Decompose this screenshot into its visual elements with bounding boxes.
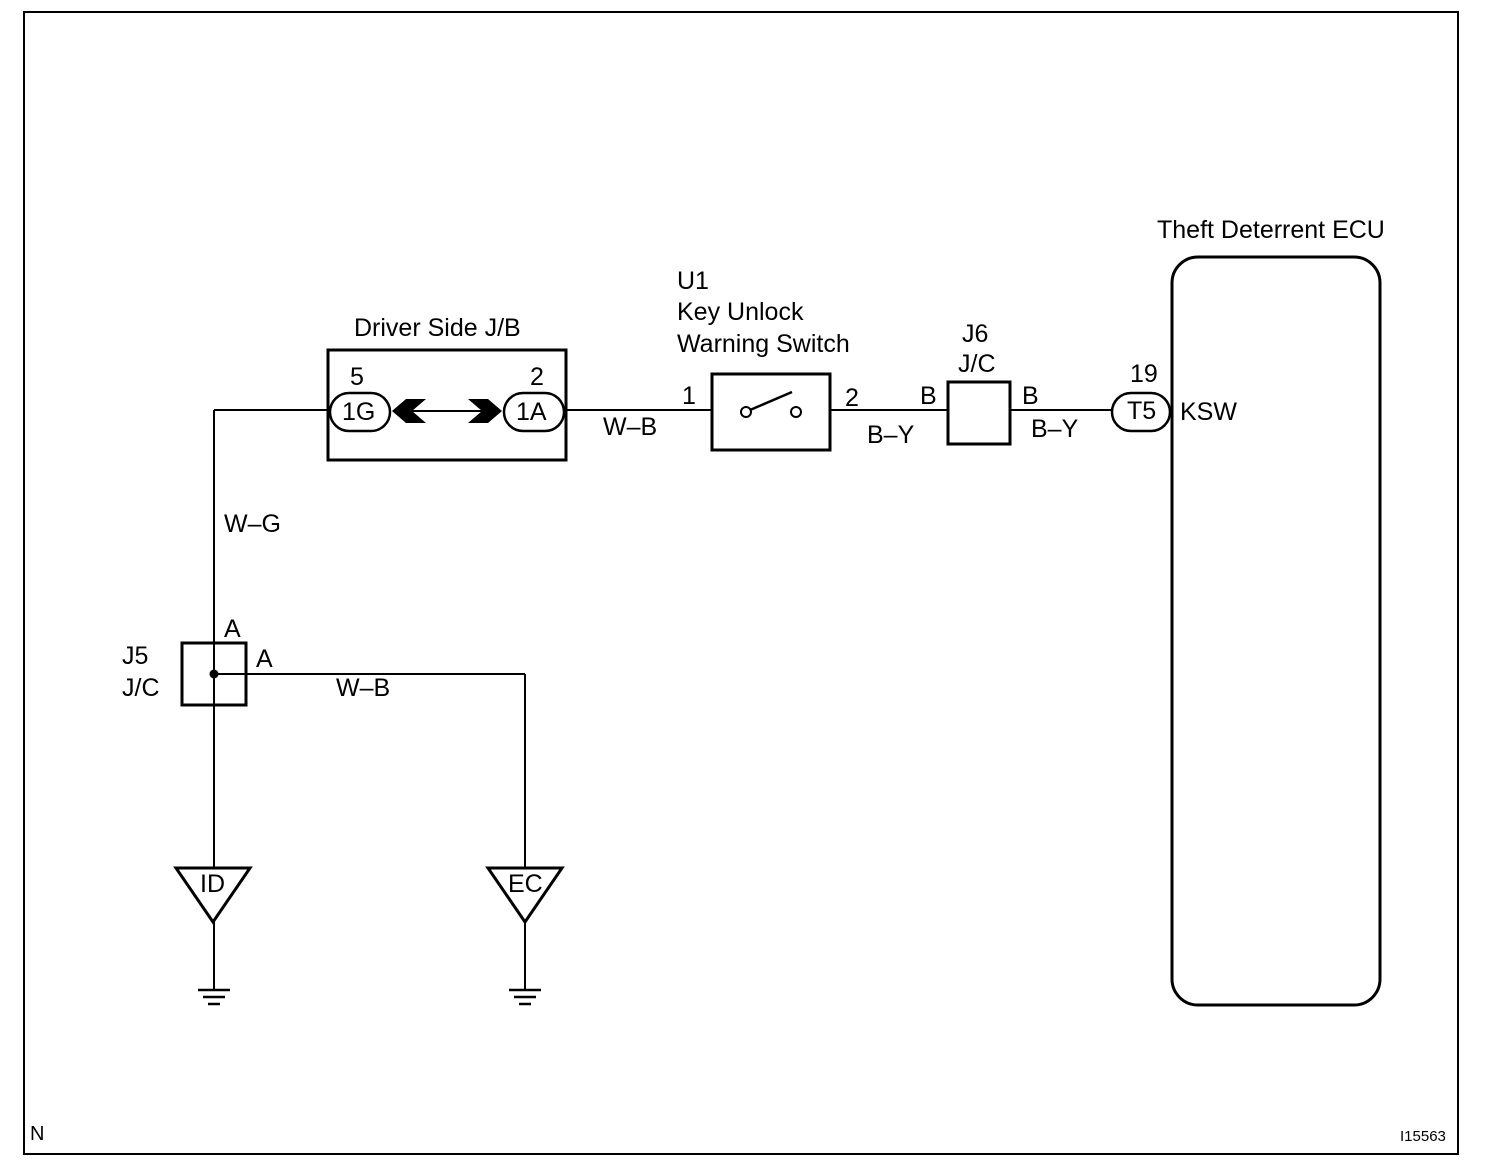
j6-type: J/C — [958, 350, 996, 378]
switch-code: U1 — [677, 267, 709, 295]
ground-ec: EC — [485, 866, 565, 1006]
t5-connector-label: T5 — [1127, 397, 1156, 425]
jb-left-arrow-icon — [392, 399, 426, 423]
ground-id-label: ID — [200, 870, 225, 898]
j5-pin-top: A — [224, 615, 241, 643]
j6-code: J6 — [962, 320, 988, 348]
wire-label-j6-to-ecu: B–Y — [1031, 415, 1079, 443]
1a-connector-label: 1A — [516, 398, 547, 426]
j5-junction-connector: J5 J/C A A — [122, 615, 273, 707]
switch-contact-left — [740, 406, 752, 418]
switch-name-line2: Warning Switch — [677, 330, 850, 358]
j5-code: J5 — [122, 642, 148, 670]
ground-ec-label: EC — [508, 870, 543, 898]
switch-name-line1: Key Unlock — [677, 298, 804, 326]
ground-id-triangle — [173, 866, 253, 925]
jb-title: Driver Side J/B — [354, 314, 521, 342]
ecu-terminal-label: KSW — [1180, 398, 1237, 426]
footer-left-mark: N — [30, 1123, 44, 1145]
wire-color-labels: W–B B–Y B–Y W–G W–B — [224, 413, 1079, 702]
driver-side-junction-block: Driver Side J/B 5 2 1G 1A — [326, 314, 568, 462]
j5-pin-right: A — [256, 645, 273, 673]
j6-junction-connector: J6 J/C B B — [920, 320, 1039, 446]
j5-splice-dot — [209, 669, 219, 679]
wire-label-jb-to-j5: W–G — [224, 510, 281, 538]
j5-type: J/C — [122, 674, 160, 702]
wire-label-jb-to-switch: W–B — [603, 413, 657, 441]
jb-right-arrow-icon — [468, 399, 502, 423]
1a-connector — [502, 391, 566, 433]
ground-ec-triangle — [485, 866, 565, 925]
ecu-pin-number: 19 — [1130, 360, 1158, 388]
figure-id: I15563 — [1400, 1128, 1446, 1145]
j6-body — [946, 380, 1012, 446]
wires — [213, 409, 1172, 990]
j5-body — [180, 641, 248, 707]
jb-left-pin: 5 — [350, 363, 364, 391]
switch-body — [710, 372, 832, 452]
switch-lever — [749, 390, 793, 412]
1g-connector-label: 1G — [342, 398, 375, 426]
jb-right-pin: 2 — [530, 363, 544, 391]
1g-connector — [328, 391, 392, 433]
key-unlock-warning-switch: U1 Key Unlock Warning Switch 1 2 — [677, 267, 859, 452]
ground-id: ID — [173, 866, 253, 1006]
ecu-title: Theft Deterrent ECU — [1157, 216, 1385, 244]
diagram-frame — [23, 11, 1459, 1155]
switch-pin-left: 1 — [682, 382, 696, 410]
theft-deterrent-ecu: Theft Deterrent ECU 19 T5 KSW — [1110, 216, 1385, 1007]
switch-pin-right: 2 — [845, 384, 859, 412]
wire-label-j5-to-ec: W–B — [336, 674, 390, 702]
switch-contact-right — [790, 406, 802, 418]
wire-label-switch-to-j6: B–Y — [867, 421, 915, 449]
ecu-body — [1170, 255, 1382, 1007]
t5-connector — [1110, 391, 1172, 433]
j6-pin-right: B — [1022, 382, 1039, 410]
j6-pin-left: B — [920, 382, 937, 410]
